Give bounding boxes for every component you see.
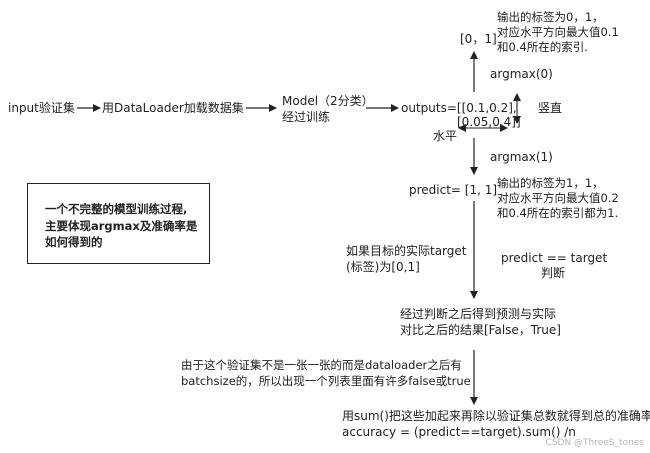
argmax1-note-line1: 输出的标签为1，1， bbox=[497, 176, 604, 190]
outputs-line1: outputs=[[0.1,0.2], bbox=[401, 101, 517, 115]
vertical-axis-label: 竖直 bbox=[538, 101, 563, 115]
model-subtitle: 经过训练 bbox=[282, 110, 331, 124]
summary-box: 一个不完整的模型训练过程, 主要体现argmax及准确率是 如何得到的 bbox=[27, 183, 210, 264]
argmax0-label: argmax(0) bbox=[490, 67, 553, 81]
summary-line2: 主要体现argmax及准确率是 bbox=[45, 219, 198, 233]
target-note-line2: (标签)为[0,1] bbox=[346, 260, 420, 274]
argmax0-result: [0，1] bbox=[460, 32, 497, 46]
argmax1-note-line3: 和0.4所在的索引都为1. bbox=[497, 206, 619, 220]
accuracy-formula: accuracy = (predict==target).sum() /n bbox=[342, 425, 576, 439]
argmax0-note-line3: 和0.4所在的索引. bbox=[497, 40, 588, 54]
compare-label: predict == target bbox=[501, 251, 608, 265]
watermark: CSDN @ThreeS_tones bbox=[545, 438, 644, 448]
target-note-line1: 如果目标的实际target bbox=[346, 244, 467, 258]
result-line2: 对比之后的结果[False，True] bbox=[400, 323, 561, 337]
summary-line3: 如何得到的 bbox=[45, 235, 103, 249]
horizontal-axis-label: 水平 bbox=[433, 129, 458, 143]
argmax1-note-line2: 对应水平方向最大值0.2 bbox=[497, 191, 619, 205]
argmax0-note-line2: 对应水平方向最大值0.1 bbox=[497, 25, 619, 39]
batch-note-line2: batchsize的，所以出现一个列表里面有许多false或true bbox=[181, 374, 471, 388]
accuracy-line1: 用sum()把这些加起来再除以验证集总数就得到总的准确率 bbox=[342, 409, 650, 423]
input-node: input验证集 bbox=[8, 101, 75, 115]
outputs-line2: [0.05,0.4]] bbox=[457, 115, 521, 129]
result-line1: 经过判断之后得到预测与实际 bbox=[400, 307, 557, 321]
batch-note-line1: 由于这个验证集不是一张一张的而是dataloader之后有 bbox=[181, 358, 462, 372]
summary-line1: 一个不完整的模型训练过程, bbox=[45, 202, 188, 216]
predict-node: predict= [1, 1] bbox=[409, 183, 498, 197]
compare-sublabel: 判断 bbox=[541, 266, 566, 280]
dataloader-node: 用DataLoader加载数据集 bbox=[102, 101, 244, 115]
argmax0-note-line1: 输出的标签为0，1， bbox=[497, 10, 604, 24]
argmax1-label: argmax(1) bbox=[490, 150, 553, 164]
model-node: Model（2分类） bbox=[282, 94, 374, 108]
